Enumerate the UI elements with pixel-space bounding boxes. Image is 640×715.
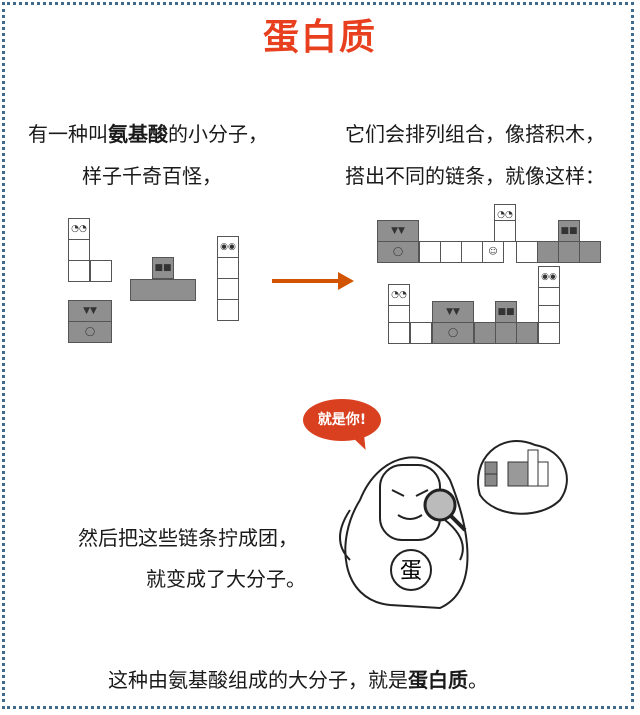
left-text-line2: 样子千奇百怪， xyxy=(82,164,222,188)
middle-text-line2: 就变成了大分子。 xyxy=(146,567,306,591)
text: 。 xyxy=(468,668,488,692)
dotted-frame xyxy=(2,2,634,709)
bottom-text: 这种由氨基酸组成的大分子，就是蛋白质。 xyxy=(108,664,488,693)
text: 的小分子， xyxy=(168,122,268,146)
protein-term: 蛋白质 xyxy=(408,668,468,692)
text: 这种由氨基酸组成的大分子，就是 xyxy=(108,668,408,692)
page-title: 蛋白质 xyxy=(262,17,377,58)
left-text-line1: 有一种叫氨基酸的小分子， xyxy=(28,118,268,147)
right-text-line1: 它们会排列组合，像搭积木， xyxy=(345,122,605,146)
mascot-icon: 蛋 xyxy=(339,440,568,610)
bubble-text: 就是你! xyxy=(317,412,367,428)
arrow-right-icon xyxy=(272,272,354,290)
magnifier-icon xyxy=(423,488,457,522)
speech-bubble-icon: 就是你! xyxy=(303,399,381,441)
middle-text-line1: 然后把这些链条拧成团， xyxy=(78,526,298,550)
svg-text:蛋: 蛋 xyxy=(400,559,422,584)
right-text-line2: 搭出不同的链条，就像这样： xyxy=(345,164,605,188)
amino-acid-term: 氨基酸 xyxy=(108,122,168,146)
text: 有一种叫 xyxy=(28,122,108,146)
